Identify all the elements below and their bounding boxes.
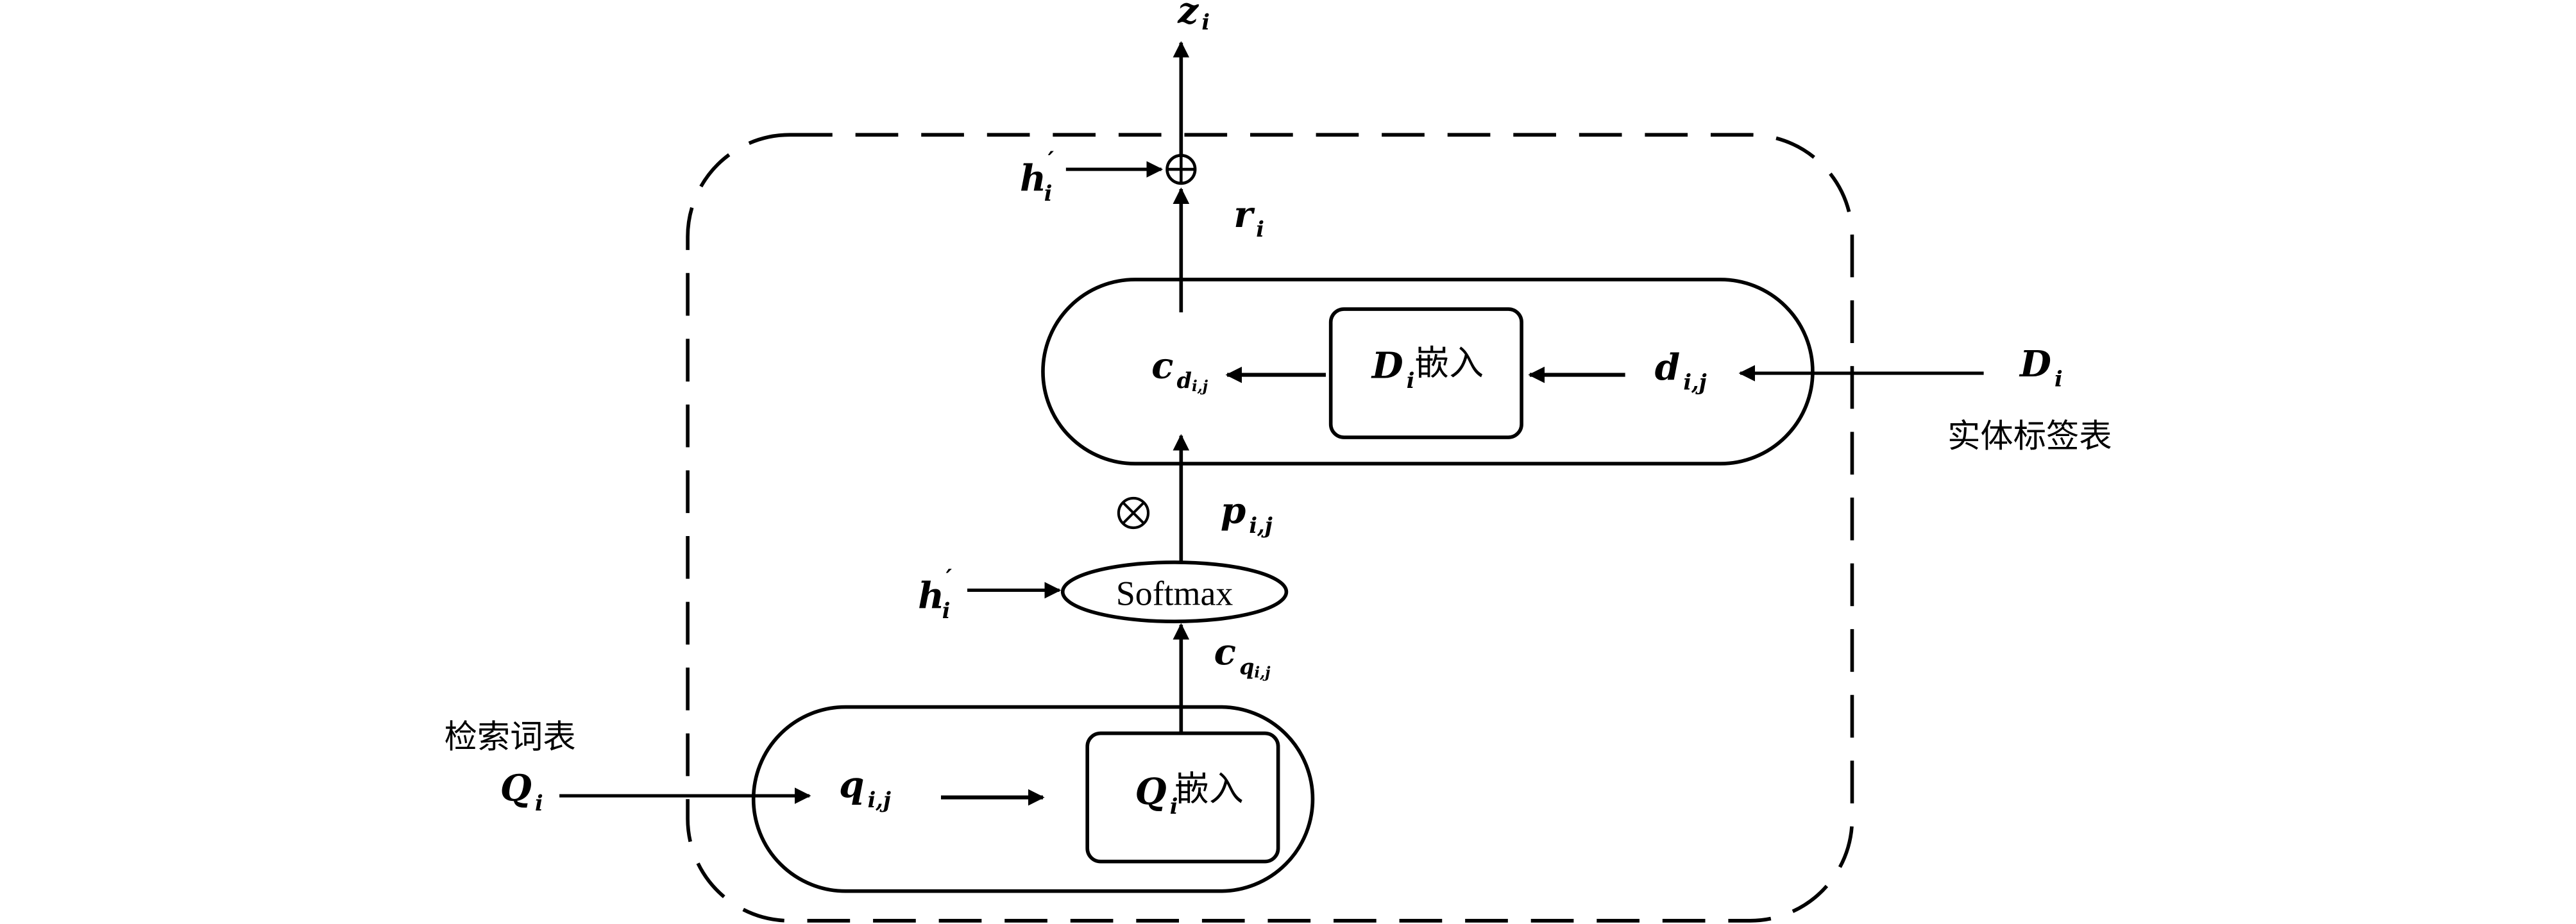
oplus-node [1165, 153, 1197, 185]
d-embedding-box [1328, 307, 1523, 439]
label-entity-table: 实体标签表 [1947, 417, 2112, 455]
label-h-top: h′i [1020, 147, 1055, 206]
label-Q-embed-text: 嵌入 [1174, 769, 1244, 809]
label-softmax: Softmax [1116, 575, 1233, 613]
label-query-table: 检索词表 [445, 718, 576, 757]
label-D-embed-text: 嵌入 [1414, 343, 1484, 383]
label-h-mid: h′i [918, 564, 953, 623]
otimes-node [1117, 496, 1150, 530]
query-block [751, 705, 1315, 893]
outer-dashed-boundary [686, 133, 1854, 923]
softmax-ellipse [1060, 560, 1289, 624]
